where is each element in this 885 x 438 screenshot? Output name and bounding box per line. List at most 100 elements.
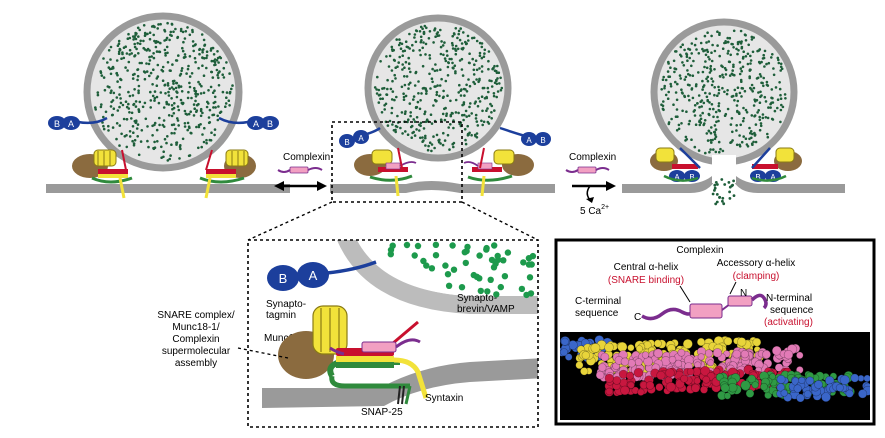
transmitter-dot xyxy=(94,108,97,111)
transmitter-dot xyxy=(122,56,126,60)
transmitter-dot xyxy=(755,98,759,102)
transmitter-dot xyxy=(714,128,718,131)
transmitter-dot xyxy=(736,86,740,89)
transmitter-dot xyxy=(118,47,122,51)
transmitter-dot xyxy=(231,84,234,87)
transmitter-dot xyxy=(472,73,476,76)
transmitter-dot xyxy=(461,113,464,117)
transmitter-dot xyxy=(742,106,745,110)
atom xyxy=(821,392,831,402)
transmitter-dot xyxy=(446,133,450,137)
transmitter-dot xyxy=(162,150,165,153)
transmitter-dot xyxy=(490,111,493,114)
atom xyxy=(751,381,759,389)
transmitter-dot xyxy=(157,23,160,26)
transmitter-dot xyxy=(131,73,135,77)
transmitter-dot xyxy=(714,135,718,138)
transmitter-dot xyxy=(219,56,223,60)
transmitter-dot xyxy=(726,89,729,92)
zoom-dot xyxy=(484,288,491,295)
transmitter-dot xyxy=(201,56,204,59)
transmitter-dot xyxy=(124,100,128,103)
atom xyxy=(682,338,693,349)
transmitter-dot xyxy=(492,92,496,95)
transmitter-dot xyxy=(464,88,467,91)
transmitter-dot xyxy=(192,103,196,106)
transmitter-dot xyxy=(428,57,432,60)
transmitter-dot xyxy=(216,50,219,53)
transmitter-dot xyxy=(418,107,422,111)
transmitter-dot xyxy=(102,124,105,128)
transmitter-dot xyxy=(146,32,149,36)
plasma-membrane xyxy=(330,181,555,193)
zoom-dot xyxy=(501,273,509,280)
transmitter-dot xyxy=(713,124,717,127)
transmitter-dot xyxy=(702,85,705,89)
transmitter-dot xyxy=(397,61,401,64)
transmitter-dot xyxy=(112,91,116,95)
transmitter-dot xyxy=(439,45,443,49)
zoom-panel: B A Synapto- tagmin Munc18 xyxy=(247,239,539,428)
transmitter-dot xyxy=(191,40,195,43)
transmitter-dot xyxy=(757,91,760,94)
transmitter-dot xyxy=(718,33,721,36)
transmitter-dot xyxy=(457,29,461,33)
released-dot xyxy=(711,192,715,196)
transmitter-dot xyxy=(717,119,720,123)
transmitter-dot xyxy=(769,102,772,106)
transmitter-dot xyxy=(731,69,734,72)
transmitter-dot xyxy=(447,126,451,129)
transmitter-dot xyxy=(444,79,448,83)
transmitter-dot xyxy=(766,116,770,120)
transmitter-dot xyxy=(165,141,168,145)
transmitter-dot xyxy=(724,73,728,76)
atom xyxy=(704,349,714,358)
transmitter-dot xyxy=(153,90,157,93)
atom xyxy=(645,381,655,390)
transmitter-dot xyxy=(166,61,170,64)
transmitter-dot xyxy=(136,123,140,126)
transmitter-dot xyxy=(146,139,149,143)
transmitter-dot xyxy=(439,28,442,32)
transmitter-dot xyxy=(124,66,127,69)
transmitter-dot xyxy=(464,142,468,146)
transmitter-dot xyxy=(197,146,200,150)
zoom-connector-lines xyxy=(247,201,539,241)
transmitter-dot xyxy=(166,82,170,85)
transmitter-dot xyxy=(426,148,430,152)
transmitter-dot xyxy=(701,111,704,115)
transmitter-dot xyxy=(694,84,698,88)
transmitter-dot xyxy=(493,64,496,68)
atom xyxy=(712,348,723,358)
transmitter-dot xyxy=(123,135,127,138)
transmitter-dot xyxy=(673,70,676,74)
transmitter-dot xyxy=(392,129,396,132)
transmitter-dot xyxy=(443,139,447,142)
transmitter-dot xyxy=(193,56,197,60)
snare-assembly-left xyxy=(72,149,133,199)
transmitter-dot xyxy=(710,141,713,144)
transmitter-dot xyxy=(99,105,103,109)
transmitter-dot xyxy=(378,93,382,97)
transmitter-dot xyxy=(685,55,689,59)
transmitter-dot xyxy=(165,38,168,41)
transmitter-dot xyxy=(674,115,678,118)
transmitter-dot xyxy=(138,28,141,32)
transmitter-dot xyxy=(403,75,406,78)
transmitter-dot xyxy=(152,56,156,60)
transmitter-dot xyxy=(708,58,711,61)
transmitter-dot xyxy=(200,33,204,36)
transmitter-dot xyxy=(472,80,475,84)
transmitter-dot xyxy=(437,34,441,37)
transmitter-dot xyxy=(456,36,459,40)
transmitter-dot xyxy=(433,146,436,150)
transmitter-dot xyxy=(435,133,439,137)
transmitter-dot xyxy=(103,88,107,92)
transmitter-dot xyxy=(664,78,668,82)
transmitter-dot xyxy=(779,62,783,66)
transmitter-dot xyxy=(692,59,695,63)
transmitter-dot xyxy=(132,142,136,145)
transmitter-dot xyxy=(107,129,110,132)
transmitter-dot xyxy=(661,104,665,108)
transmitter-dot xyxy=(442,53,445,57)
